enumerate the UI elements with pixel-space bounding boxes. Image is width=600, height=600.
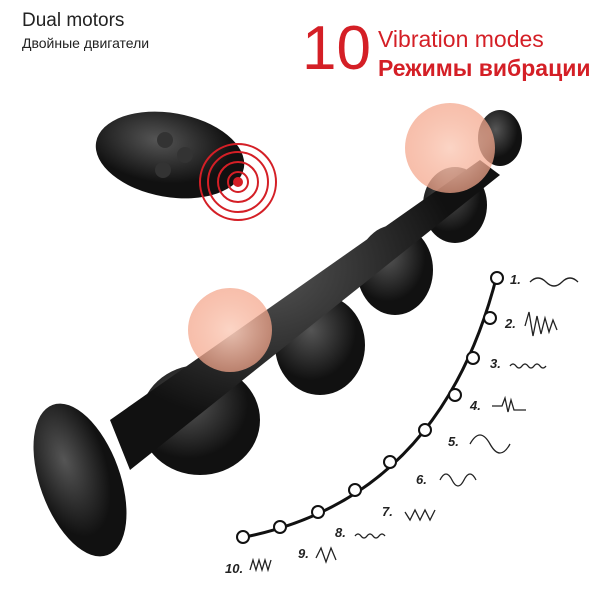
product-body	[33, 110, 522, 557]
dual-motors-title: Dual motors	[22, 10, 125, 31]
mode-labels: 1. 2. 3. 4. 5. 6. 7. 8. 9. 10.	[225, 272, 521, 576]
mode-2: 2.	[504, 316, 516, 331]
signal-icon	[199, 143, 277, 221]
mode-7: 7.	[382, 504, 393, 519]
mode-dots	[236, 271, 504, 544]
modes-label: Vibration modes	[378, 26, 544, 52]
wave-icons	[249, 277, 579, 573]
mode-4: 4.	[469, 398, 481, 413]
motor-glow	[188, 288, 272, 372]
mode-1: 1.	[510, 272, 521, 287]
dual-motors-title-ru: Двойные двигатели	[22, 35, 150, 51]
motor-glow	[405, 103, 495, 193]
mode-9: 9.	[298, 546, 309, 561]
modes-label-ru: Режимы вибрации	[378, 55, 591, 81]
modes-count: 10	[302, 14, 371, 83]
mode-8: 8.	[335, 525, 346, 540]
modes-curve	[239, 274, 499, 540]
mode-10: 10.	[225, 561, 243, 576]
mode-5: 5.	[448, 434, 459, 449]
mode-3: 3.	[490, 356, 501, 371]
mode-6: 6.	[416, 472, 427, 487]
remote-control	[95, 111, 245, 199]
